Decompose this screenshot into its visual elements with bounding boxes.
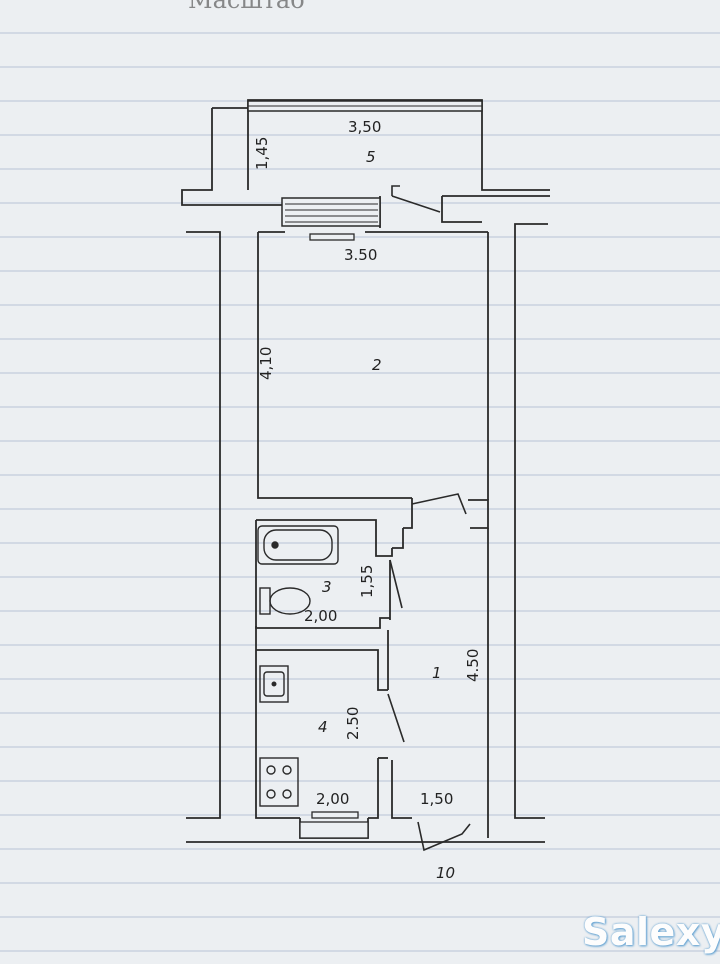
- outer-wall-right: [514, 223, 548, 819]
- kitchen-wall: [256, 649, 388, 691]
- entrance-label: 10: [436, 864, 455, 882]
- bathroom-door-icon: [389, 559, 403, 609]
- room-1-width: 1,50: [420, 790, 453, 808]
- doors: [387, 185, 471, 852]
- toilet-icon: [269, 587, 311, 615]
- room-3-width: 2,00: [304, 607, 337, 625]
- room-3-length: 1,55: [358, 565, 376, 598]
- balcony-wall-top: [247, 99, 550, 191]
- kitchen-window: [311, 811, 359, 819]
- bathtub-icon: [257, 525, 339, 565]
- room-3-number: 3: [322, 578, 332, 596]
- balcony-door-panel: [281, 197, 381, 227]
- room-1-number: 1: [432, 664, 442, 682]
- room-1-length: 4.50: [464, 649, 482, 682]
- room-2-number: 2: [372, 356, 382, 374]
- entrance-door-icon: [417, 821, 471, 852]
- room-5-width: 3,50: [348, 118, 381, 136]
- room-4-width: 2,00: [316, 790, 349, 808]
- balcony-door-jamb: [441, 196, 482, 223]
- room-2-length: 4,10: [257, 347, 275, 380]
- bathroom-wall: [256, 519, 393, 557]
- balcony-door-icon: [391, 195, 441, 213]
- room-2-width: 3.50: [344, 246, 377, 264]
- fixtures: [257, 525, 339, 807]
- header-fragment: Масштаб: [188, 0, 305, 14]
- room-4-number: 4: [318, 718, 328, 736]
- room-2-left-wall: [257, 232, 412, 499]
- room-2-door-icon: [411, 493, 467, 515]
- windows: [247, 100, 483, 839]
- room-4-length: 2.50: [344, 707, 362, 740]
- room-2-window: [309, 233, 355, 241]
- watermark: Salexy: [582, 910, 720, 954]
- stove-icon: [259, 757, 299, 807]
- room-5-length: 1,45: [253, 137, 271, 170]
- balcony-wall-left: [181, 108, 282, 206]
- outer-wall-left: [186, 231, 221, 819]
- sink-icon: [259, 665, 289, 703]
- room-5-number: 5: [366, 148, 376, 166]
- kitchen-door-icon: [387, 693, 405, 743]
- walls: [181, 99, 550, 843]
